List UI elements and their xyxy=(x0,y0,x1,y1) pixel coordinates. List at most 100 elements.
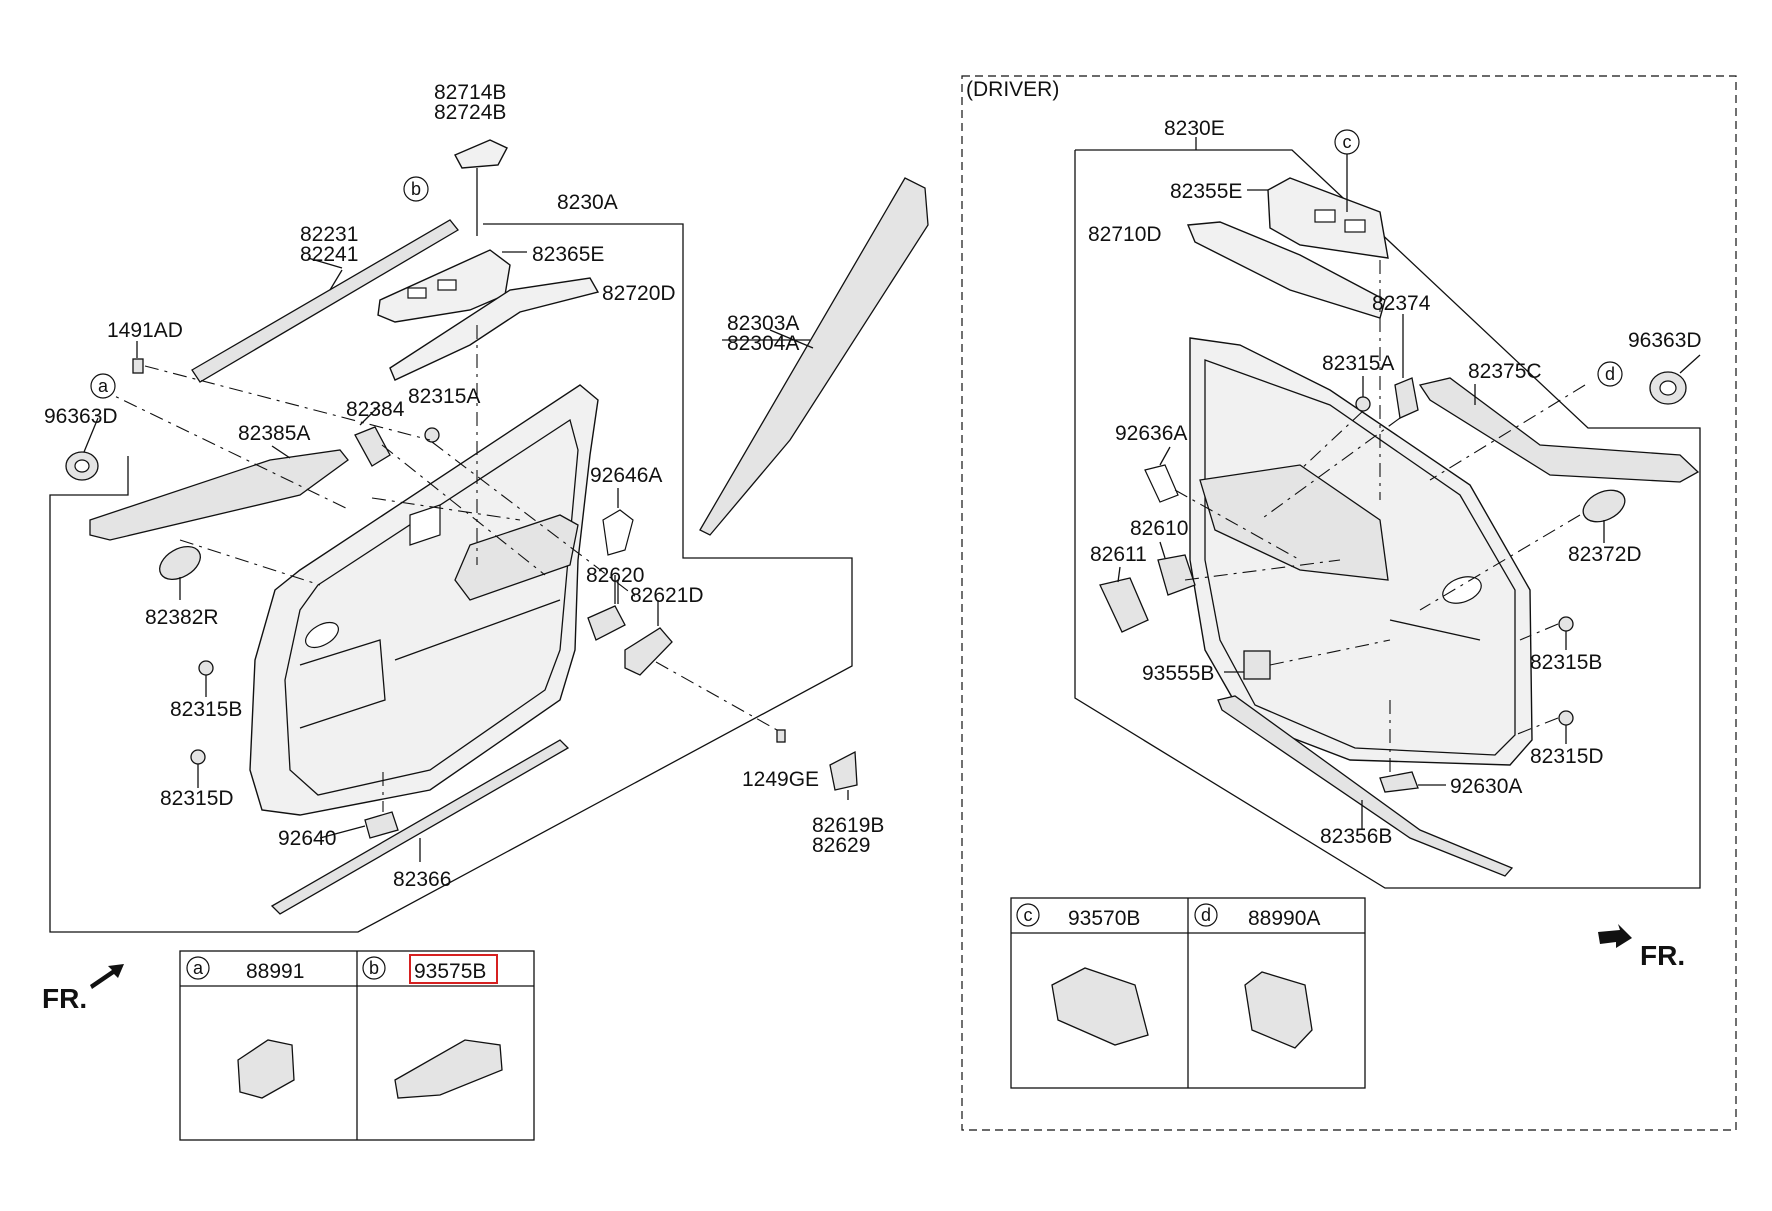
part-93555B xyxy=(1243,650,1271,680)
clip-82315D-left xyxy=(190,749,206,765)
label-92646A: 92646A xyxy=(590,464,662,487)
label-8230A: 8230A xyxy=(557,191,618,214)
table-letter-a: a xyxy=(193,958,204,978)
label-82374: 82374 xyxy=(1372,292,1431,315)
label-82375C: 82375C xyxy=(1468,360,1542,383)
clip-82315D-right xyxy=(1558,710,1574,726)
table-letter-d: d xyxy=(1201,905,1211,925)
clip-82315A-left xyxy=(424,427,440,443)
label-1249GE: 1249GE xyxy=(742,768,819,791)
label-92630A: 92630A xyxy=(1450,775,1522,798)
label-8230E: 8230E xyxy=(1164,117,1225,140)
label-82241: 82241 xyxy=(300,243,358,266)
clip-82315B-left xyxy=(198,660,214,676)
part-82303A xyxy=(699,177,929,536)
table-part-88990A: 88990A xyxy=(1248,907,1320,930)
table-part-88991: 88991 xyxy=(246,960,304,983)
part-82611 xyxy=(1099,577,1149,633)
label-82304A: 82304A xyxy=(727,332,799,355)
label-82315B-left: 82315B xyxy=(170,698,242,721)
driver-section-border xyxy=(961,75,1737,1131)
fr-arrow-icon-left xyxy=(90,964,124,989)
part-82382R xyxy=(159,545,201,581)
part-92646A xyxy=(602,509,634,556)
left-callouts: a b xyxy=(90,176,429,399)
label-93555B: 93555B xyxy=(1142,662,1214,685)
part-82374 xyxy=(1394,377,1419,419)
right-legend-table: c 93570B d 88990A xyxy=(1010,897,1366,1089)
callout-a-left xyxy=(90,373,116,399)
callout-b-left xyxy=(403,176,429,202)
part-82385A xyxy=(89,449,349,541)
left-legend-table: a 88991 b 93575B xyxy=(179,950,535,1141)
label-82621D: 82621D xyxy=(630,584,704,607)
part-right-armrest-insert xyxy=(1199,464,1389,581)
part-82620 xyxy=(587,605,626,641)
label-92640: 92640 xyxy=(278,827,336,850)
label-82315D-right: 82315D xyxy=(1530,745,1604,768)
thumbnail-88990A xyxy=(1244,971,1313,1049)
label-82710D: 82710D xyxy=(1088,223,1162,246)
part-92636A xyxy=(1144,464,1179,503)
label-82303A: 82303A xyxy=(727,312,799,335)
part-82356B xyxy=(1217,695,1514,877)
clip-82315A-right xyxy=(1355,396,1371,412)
label-82366: 82366 xyxy=(393,868,451,891)
highlight-box-93575B xyxy=(409,954,498,984)
label-82231: 82231 xyxy=(300,223,358,246)
right-driver-section: (DRIVER) xyxy=(961,75,1737,1131)
label-82315D-left: 82315D xyxy=(160,787,234,810)
part-82621D xyxy=(624,627,673,676)
left-assembly-outline xyxy=(49,223,853,933)
fr-label-left: FR. xyxy=(42,983,87,1014)
fr-arrow-icon-right xyxy=(1598,924,1632,948)
svg-text:a: a xyxy=(98,376,109,396)
label-82365E: 82365E xyxy=(532,243,604,266)
svg-text:d: d xyxy=(1605,364,1615,384)
label-82372D: 82372D xyxy=(1568,543,1642,566)
left-assembly xyxy=(49,139,929,933)
label-82629: 82629 xyxy=(812,834,870,857)
thumbnail-88991 xyxy=(237,1039,295,1099)
part-1249GE xyxy=(776,729,786,743)
label-82385A: 82385A xyxy=(238,422,310,445)
label-82315B-right: 82315B xyxy=(1530,651,1602,674)
table-letter-c: c xyxy=(1024,905,1033,925)
label-82619B: 82619B xyxy=(812,814,884,837)
label-1491AD: 1491AD xyxy=(107,319,183,342)
part-92630A xyxy=(1379,771,1419,793)
label-82724B: 82724B xyxy=(434,101,506,124)
part-82610 xyxy=(1157,554,1196,596)
part-82231-strip xyxy=(191,219,459,383)
direction-indicator-right: FR. xyxy=(1598,924,1685,971)
part-left-armrest-insert xyxy=(454,514,579,601)
right-part-labels: 8230E 82355E 82710D 82374 96363D 82315A … xyxy=(1088,117,1702,848)
direction-indicator-left: FR. xyxy=(42,964,124,1014)
part-1491AD xyxy=(132,358,144,374)
table-part-93575B: 93575B xyxy=(414,960,486,983)
label-82610: 82610 xyxy=(1130,517,1188,540)
part-82619B xyxy=(829,750,858,791)
label-96363D-right: 96363D xyxy=(1628,329,1702,352)
table-part-93570B: 93570B xyxy=(1068,907,1140,930)
label-82720D: 82720D xyxy=(602,282,676,305)
part-82372D xyxy=(1582,489,1626,523)
label-82620: 82620 xyxy=(586,564,644,587)
label-82356B: 82356B xyxy=(1320,825,1392,848)
part-82375C xyxy=(1418,377,1700,483)
right-callouts: c d xyxy=(1334,129,1623,387)
part-82710D xyxy=(1186,221,1386,319)
callout-d-right xyxy=(1597,361,1623,387)
svg-text:c: c xyxy=(1343,132,1352,152)
fr-label-right: FR. xyxy=(1640,940,1685,971)
svg-text:b: b xyxy=(411,179,421,199)
label-82714B: 82714B xyxy=(434,81,506,104)
label-92636A: 92636A xyxy=(1115,422,1187,445)
label-82382R: 82382R xyxy=(145,606,219,629)
table-letter-b: b xyxy=(369,958,379,978)
part-92640 xyxy=(364,811,399,839)
label-82355E: 82355E xyxy=(1170,180,1242,203)
part-82720D xyxy=(389,277,600,381)
